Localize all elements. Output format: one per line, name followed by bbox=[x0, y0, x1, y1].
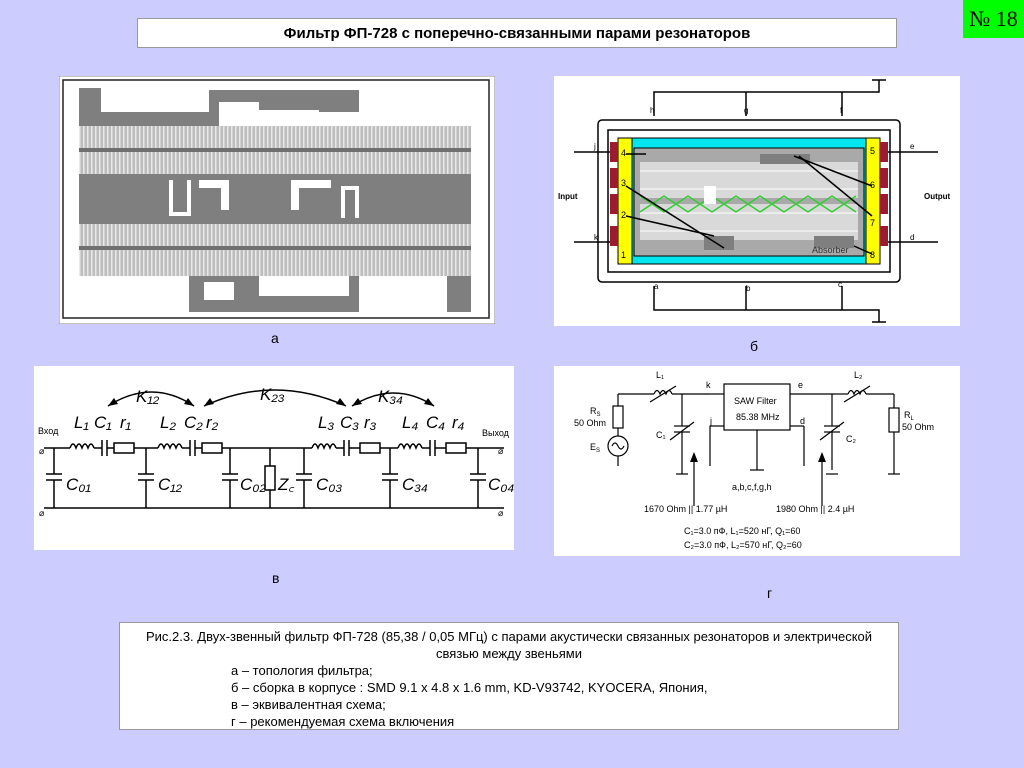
rs-label: R bbox=[590, 406, 597, 416]
k23-label: K₂₃ bbox=[260, 385, 285, 404]
c1-label: C₁ bbox=[656, 430, 666, 440]
panel-label-b: б bbox=[750, 338, 759, 354]
pin-g: g bbox=[744, 106, 748, 115]
rs-subscript: S bbox=[597, 412, 601, 418]
params-2-label: C₂=3.0 пФ, L₂=570 нГ, Q₂=60 bbox=[684, 540, 802, 550]
absorber-label: Absorber bbox=[812, 245, 849, 255]
caption-item-g: г – рекомендуемая схема включения bbox=[231, 714, 455, 729]
c01-label: C₀₁ bbox=[66, 475, 91, 494]
c12-label: C₁₂ bbox=[158, 475, 183, 494]
svg-text:3: 3 bbox=[621, 178, 626, 188]
rl-subscript: L bbox=[911, 416, 915, 422]
svg-text:⌀: ⌀ bbox=[39, 508, 45, 518]
r1-label: r₁ bbox=[120, 413, 131, 432]
svg-text:RS: RS bbox=[590, 406, 601, 418]
es-subscript: S bbox=[596, 448, 600, 454]
rs-value: 50 Ohm bbox=[574, 418, 606, 428]
pin-j: j bbox=[593, 142, 596, 151]
slide-title: Фильтр ФП-728 с поперечно-связанными пар… bbox=[137, 18, 897, 48]
c1-label: C₁ bbox=[94, 413, 112, 432]
pin-d: d bbox=[910, 233, 914, 242]
params-1-label: C₁=3.0 пФ, L₁=520 нГ, Q₁=60 bbox=[684, 526, 800, 536]
svg-text:1: 1 bbox=[621, 250, 626, 260]
r2-label: r₂ bbox=[206, 413, 219, 432]
output-label: Output bbox=[924, 192, 951, 201]
c3-label: C₃ bbox=[340, 413, 359, 432]
figure-caption: Рис.2.3. Двух-звенный фильтр ФП-728 (85,… bbox=[119, 622, 899, 730]
svg-text:7: 7 bbox=[870, 218, 875, 228]
l1-label: L₁ bbox=[74, 413, 89, 432]
equivalent-circuit-panel: Вход Выход ⌀⌀⌀⌀ K₁₂ K₂₃ K₃₄ L₁ C₁ r₁ L₂ … bbox=[34, 366, 514, 550]
pin-d-label: d bbox=[800, 416, 805, 426]
panel-label-a: а bbox=[271, 330, 279, 346]
input-label: Вход bbox=[38, 426, 59, 436]
saw-filter-label: SAW Filter bbox=[734, 396, 777, 406]
pin-e: e bbox=[910, 142, 915, 151]
c02-label: C₀₂ bbox=[240, 475, 266, 494]
l2-label: L₂ bbox=[160, 413, 176, 432]
c03-label: C₀₃ bbox=[316, 475, 342, 494]
rl-value: 50 Ohm bbox=[902, 422, 934, 432]
caption-item-a: а – топология фильтра; bbox=[231, 663, 373, 678]
connection-circuit-panel: L₁ L₂ RS 50 Ohm ES RL 50 Ohm C₁ C₂ k e j… bbox=[554, 366, 960, 556]
output-matching-label: 1980 Ohm || 2.4 µH bbox=[776, 504, 854, 514]
connection-circuit-drawing: L₁ L₂ RS 50 Ohm ES RL 50 Ohm C₁ C₂ k e j… bbox=[574, 370, 934, 550]
svg-text:⌀: ⌀ bbox=[498, 446, 504, 456]
pin-k-label: k bbox=[706, 380, 711, 390]
input-matching-label: 1670 Ohm || 1.77 µH bbox=[644, 504, 727, 514]
svg-text:4: 4 bbox=[621, 148, 626, 158]
c4-label: C₄ bbox=[426, 413, 445, 432]
l4-label: L₄ bbox=[402, 413, 418, 432]
panel-label-v: в bbox=[272, 570, 280, 586]
panel-label-g: г bbox=[767, 585, 773, 601]
caption-main: Рис.2.3. Двух-звенный фильтр ФП-728 (85,… bbox=[145, 629, 873, 661]
svg-text:5: 5 bbox=[870, 146, 875, 156]
pin-b: b bbox=[746, 284, 751, 293]
r4-label: r₄ bbox=[452, 413, 465, 432]
saw-frequency-label: 85.38 MHz bbox=[736, 412, 780, 422]
c2-label: C₂ bbox=[846, 434, 856, 444]
caption-item-b: б – сборка в корпусе : SMD 9.1 x 4.8 x 1… bbox=[231, 680, 708, 695]
equivalent-circuit-drawing: Вход Выход ⌀⌀⌀⌀ K₁₂ K₂₃ K₃₄ L₁ C₁ r₁ L₂ … bbox=[38, 385, 514, 518]
svg-text:ES: ES bbox=[590, 442, 600, 454]
svg-text:6: 6 bbox=[870, 180, 875, 190]
es-label: E bbox=[590, 442, 596, 452]
l1-label: L₁ bbox=[656, 370, 664, 380]
svg-text:2: 2 bbox=[621, 210, 626, 220]
c2-label: C₂ bbox=[184, 413, 203, 432]
package-drawing: 4 3 2 1 5 6 7 8 Absorber bbox=[558, 79, 951, 323]
output-label: Выход bbox=[482, 428, 510, 438]
pin-e-label: e bbox=[798, 380, 803, 390]
pin-h: h bbox=[650, 106, 654, 115]
topology-drawing bbox=[58, 75, 496, 325]
l2-label: L₂ bbox=[854, 370, 863, 380]
rl-label: R bbox=[904, 410, 911, 420]
package-panel: 4 3 2 1 5 6 7 8 Absorber bbox=[554, 76, 960, 326]
pin-a: a bbox=[654, 282, 659, 291]
svg-text:⌀: ⌀ bbox=[498, 508, 504, 518]
ground-pins-label: a,b,c,f,g,h bbox=[732, 482, 772, 492]
svg-text:RL: RL bbox=[904, 410, 915, 422]
pin-j-label: j bbox=[709, 416, 712, 426]
svg-text:⌀: ⌀ bbox=[39, 446, 45, 456]
topology-panel bbox=[58, 75, 496, 325]
zc-label: Z꜀ bbox=[277, 475, 294, 494]
caption-item-v: в – эквивалентная схема; bbox=[231, 697, 386, 712]
l3-label: L₃ bbox=[318, 413, 334, 432]
pin-c: c bbox=[838, 280, 842, 289]
k12-label: K₁₂ bbox=[136, 387, 160, 406]
caption-items: а – топология фильтра; б – сборка в корп… bbox=[231, 662, 898, 730]
svg-text:8: 8 bbox=[870, 250, 875, 260]
input-label: Input bbox=[558, 192, 578, 201]
slide-number-badge: № 18 bbox=[963, 0, 1024, 38]
r3-label: r₃ bbox=[364, 413, 377, 432]
k34-label: K₃₄ bbox=[378, 387, 403, 406]
c04-label: C₀₄ bbox=[488, 475, 514, 494]
pin-k: k bbox=[594, 233, 599, 242]
c34-label: C₃₄ bbox=[402, 475, 428, 494]
pin-f: f bbox=[840, 106, 843, 115]
